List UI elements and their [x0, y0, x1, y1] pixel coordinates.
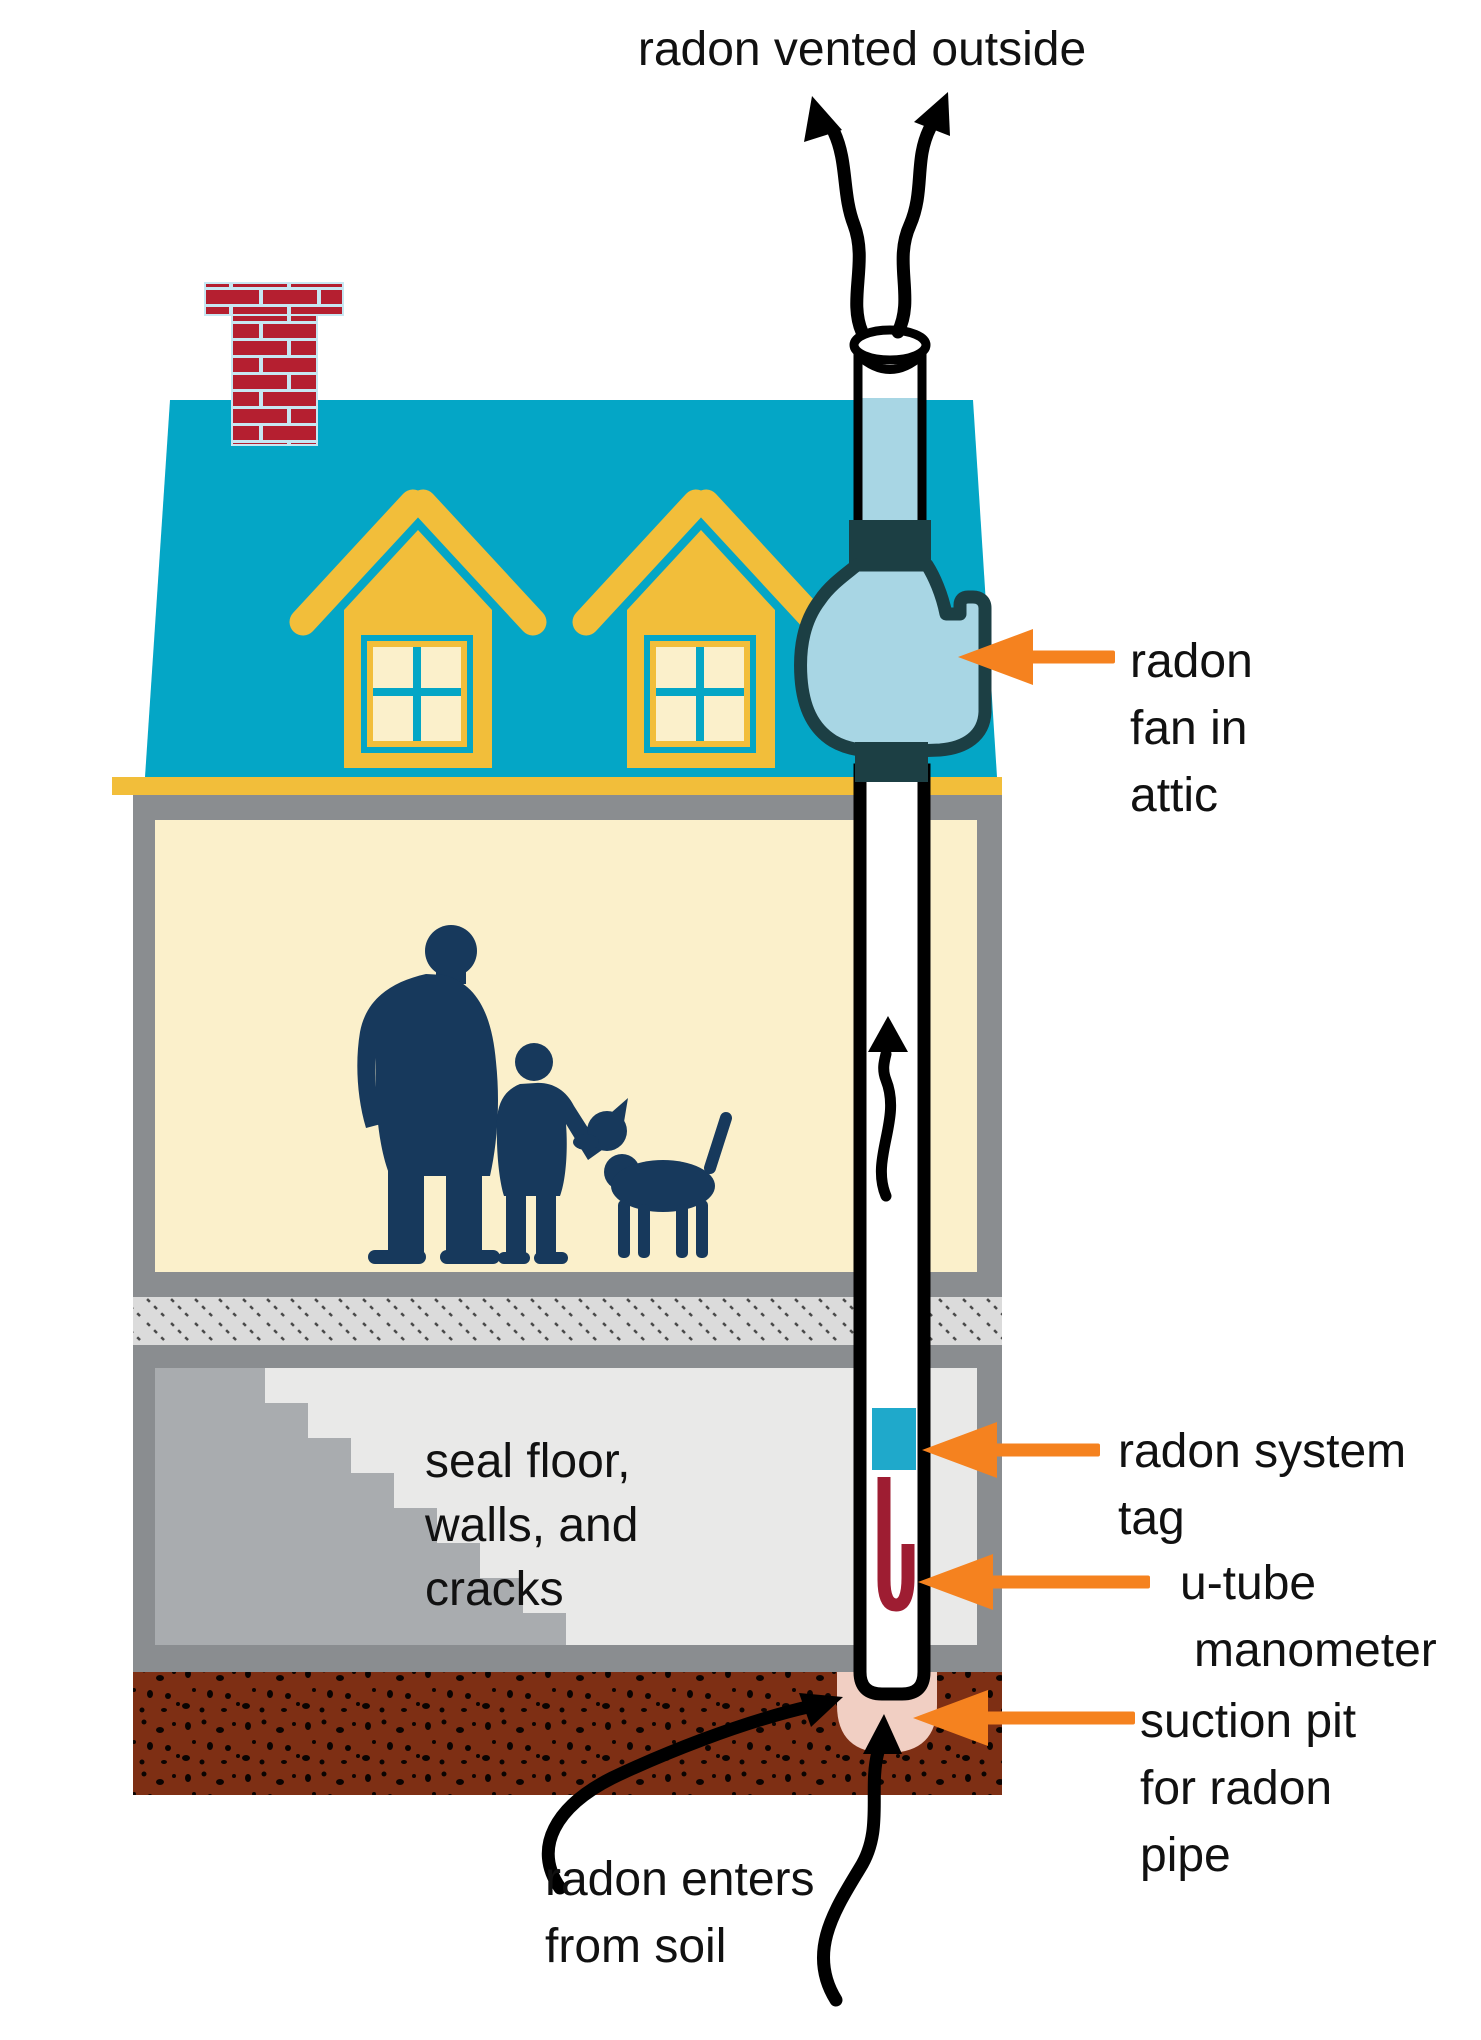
label-line: manometer	[1194, 1624, 1437, 1677]
radon-fan	[794, 520, 992, 782]
label-suction-pit: suction pit for radon pipe	[1140, 1688, 1356, 1889]
dormer-left	[289, 489, 547, 768]
diagram-title: radon vented outside	[637, 23, 1087, 76]
label-radon-system-tag: radon system tag	[1118, 1418, 1406, 1552]
label-line: cracks	[425, 1563, 564, 1616]
vent-arrows	[804, 92, 950, 339]
pipe-outlet	[849, 325, 931, 522]
label-line: for radon	[1140, 1762, 1333, 1815]
u-tube-manometer-icon	[877, 1477, 915, 1612]
label-line: from soil	[545, 1920, 727, 1973]
label-line: radon enters	[545, 1853, 815, 1906]
label-line: tag	[1118, 1492, 1185, 1545]
label-line: radon system	[1118, 1425, 1407, 1478]
dormer-window	[361, 635, 473, 753]
label-u-tube-manometer: u-tube manometer	[1180, 1550, 1437, 1684]
dog-silhouette	[573, 1098, 732, 1258]
pipe-airflow-arrow	[868, 1016, 908, 1202]
label-seal-note: seal floor, walls, and cracks	[425, 1430, 638, 1622]
label-line: seal floor,	[425, 1435, 631, 1488]
callout-arrow-pit	[913, 1690, 1135, 1746]
label-line: radon	[1130, 635, 1253, 688]
fan-body	[794, 558, 992, 759]
soil-entry-arrows	[541, 1693, 902, 2007]
label-line: suction pit	[1140, 1695, 1357, 1748]
child-silhouette	[496, 1043, 602, 1264]
label-line: attic	[1130, 769, 1219, 822]
occupants-silhouette	[357, 925, 732, 1264]
radon-system-tag	[872, 1408, 916, 1470]
label-radon-fan: radon fan in attic	[1130, 628, 1253, 829]
label-line: fan in	[1130, 702, 1248, 755]
callout-arrow-tag	[922, 1422, 1100, 1478]
dormer-right	[572, 489, 830, 768]
eave-trim	[112, 777, 1002, 795]
chimney	[204, 282, 344, 446]
fan-coupling-top	[849, 520, 931, 564]
living-room	[155, 820, 977, 1272]
dormer-window	[644, 635, 756, 753]
basement-stairs	[155, 1368, 566, 1645]
label-line: walls, and	[425, 1499, 639, 1552]
callout-arrow-manometer	[918, 1554, 1150, 1610]
label-radon-enters: radon enters from soil	[545, 1846, 815, 1980]
callout-arrows	[913, 629, 1150, 1746]
label-line: pipe	[1140, 1829, 1231, 1882]
fan-coupling-bottom	[855, 742, 928, 782]
adult-silhouette	[357, 925, 500, 1264]
label-line: u-tube	[1180, 1557, 1317, 1610]
callout-arrow-fan	[958, 629, 1115, 685]
